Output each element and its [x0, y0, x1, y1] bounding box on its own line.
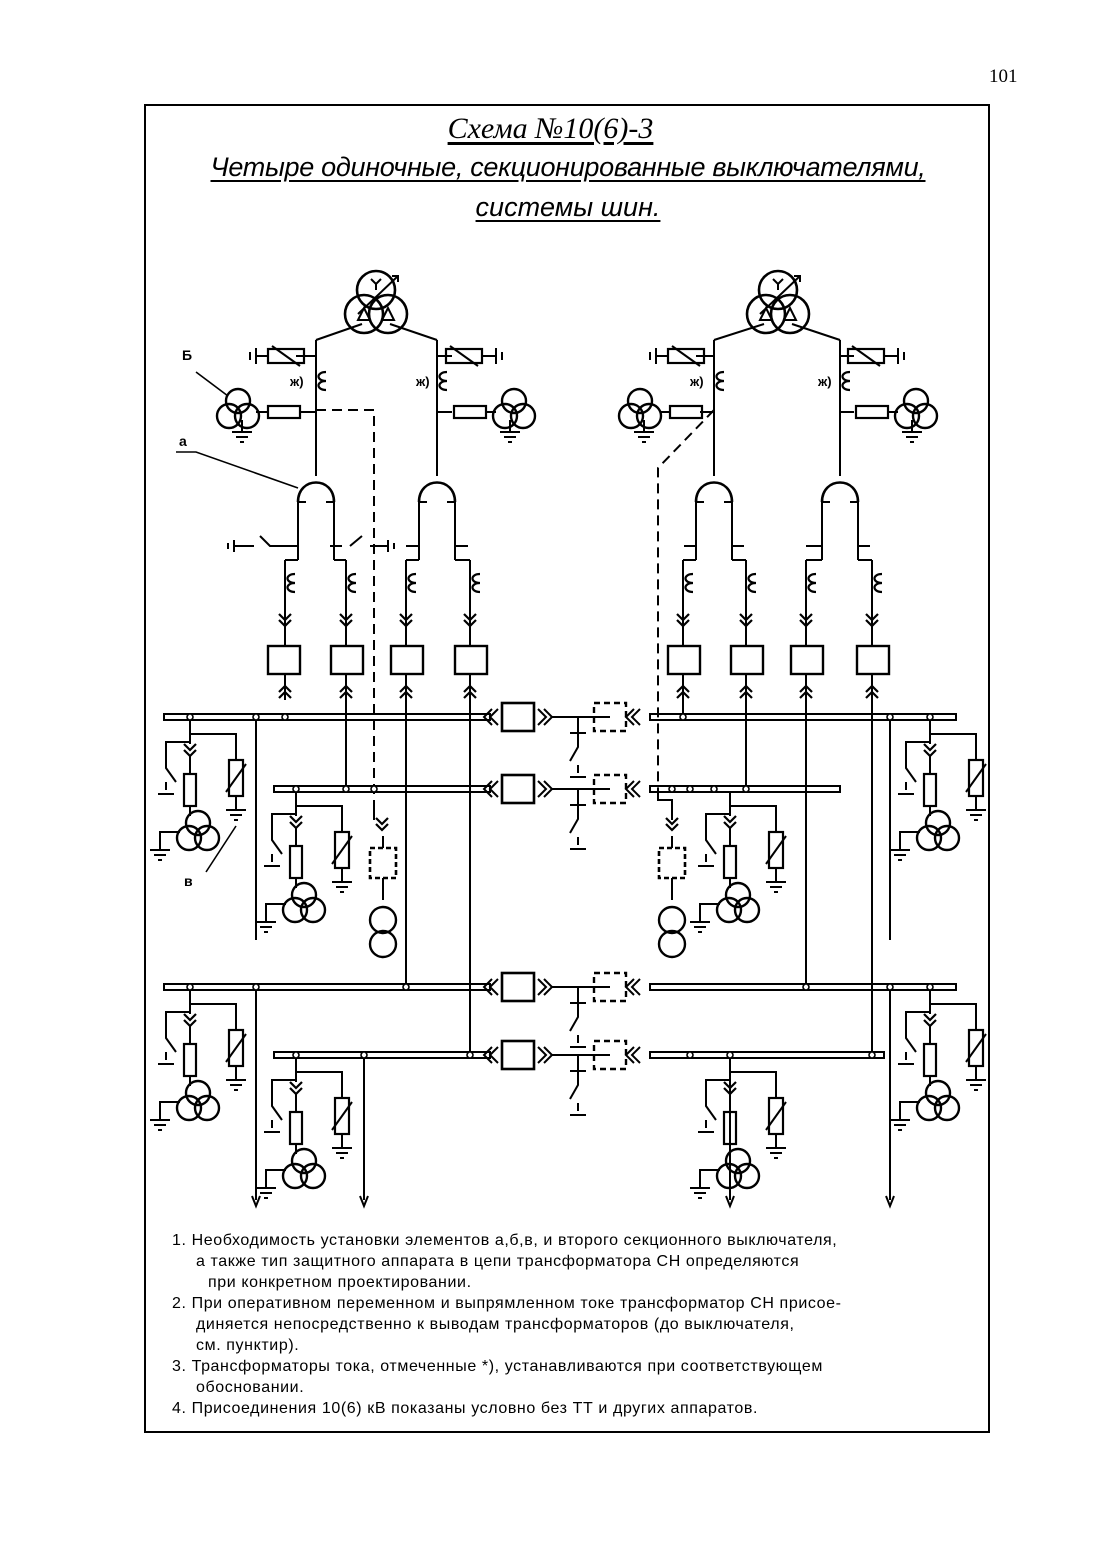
- svg-text:ж): ж): [689, 374, 704, 389]
- notes: 1. Необходимость установки элементов а,б…: [172, 1230, 984, 1419]
- scheme-subtitle-line2: системы шин.: [475, 192, 661, 222]
- note-1-line-3: при конкретном проектировании.: [208, 1274, 472, 1291]
- bus-3-left-measuring-set: [150, 990, 246, 1130]
- bus-1-tie-breaker: [482, 701, 642, 779]
- note-1-line-1: 1. Необходимость установки элементов а,б…: [172, 1232, 838, 1249]
- label-v: в: [184, 873, 193, 889]
- aux-transformer-left: [368, 810, 398, 959]
- note-4-line-1: 4. Присоединения 10(6) кВ показаны услов…: [172, 1400, 759, 1417]
- power-transformer-2-icon: [745, 269, 811, 335]
- aux-transformer-right: [657, 790, 687, 959]
- bus-4-tie-breaker: [482, 1039, 642, 1117]
- note-3-line-1: 3. Трансформаторы тока, отмеченные *), у…: [172, 1358, 823, 1375]
- bus-2-left-measuring-set: [256, 792, 352, 932]
- scheme-title: Схема №10(6)-3: [447, 112, 654, 145]
- bus-1-left-measuring-set: [150, 720, 246, 860]
- note-1-line-2: а также тип защитного аппарата в цепи тр…: [196, 1253, 800, 1270]
- svg-text:ж): ж): [289, 374, 304, 389]
- note-2-line-1: 2. При оперативном переменном и выпрямле…: [172, 1295, 842, 1312]
- bus-2-tie-breaker: [482, 773, 642, 851]
- label-a: а: [179, 433, 187, 449]
- note-2-line-3: см. пунктир).: [196, 1337, 300, 1354]
- note-3-line-2: обосновании.: [196, 1379, 305, 1396]
- bus-4-left-measuring-set: [256, 1058, 352, 1198]
- scheme-subtitle-line1: Четыре одиночные, секционированные выклю…: [210, 152, 926, 182]
- drawing-frame: [144, 104, 990, 1433]
- page-number: 101: [989, 66, 1018, 87]
- svg-text:ж): ж): [415, 374, 430, 389]
- power-transformer-1-icon: [343, 269, 409, 335]
- label-b: Б: [182, 347, 192, 363]
- note-2-line-2: диняется непосредственно к выводам транс…: [196, 1316, 795, 1333]
- bus-3-tie-breaker: [482, 971, 642, 1049]
- svg-text:ж): ж): [817, 374, 832, 389]
- bus-2-right-measuring-set: [690, 792, 786, 932]
- bus-3-right-measuring-set: [890, 990, 986, 1130]
- bus-4-right-measuring-set: [690, 1058, 786, 1198]
- bus-1-right-measuring-set: [890, 720, 986, 860]
